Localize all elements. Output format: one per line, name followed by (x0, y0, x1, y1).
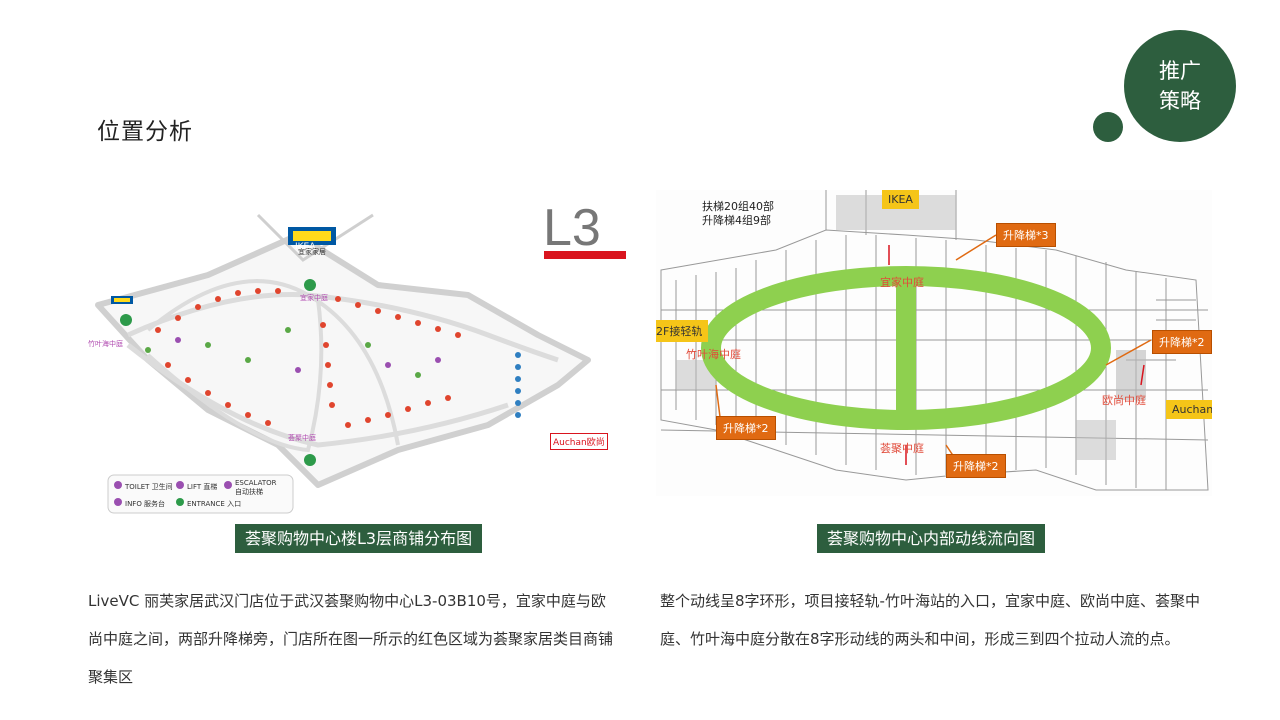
yijia-court-label: 宜家中庭 (880, 276, 924, 289)
ikea-cn-label: 宜家家居 (298, 248, 326, 256)
zhuyehai-court-label: 竹叶海中庭 (686, 348, 741, 361)
legend-lift: LIFT 直梯 (187, 483, 218, 491)
huiju-court-label: 荟聚中庭 (880, 442, 924, 455)
decorative-dot (1093, 112, 1123, 142)
lift2-bottom-tag: 升降梯*2 (946, 454, 1006, 478)
huiju-court-label: 荟聚中庭 (288, 434, 316, 442)
right-map-caption: 荟聚购物中心内部动线流向图 (817, 524, 1046, 553)
left-map-caption: 荟聚购物中心楼L3层商铺分布图 (235, 524, 483, 553)
ikea-logo-text: IKEA (295, 242, 316, 252)
stairs-note: 扶梯20组40部 升降梯4组9部 (702, 200, 774, 228)
escalator-count: 扶梯20组40部 (702, 200, 774, 213)
badge-line-2: 策略 (1159, 89, 1201, 113)
flow-map-graphic (660, 190, 1209, 491)
lift3-tag: 升降梯*3 (996, 223, 1056, 247)
l3-store-map: L3 IKEA 宜家家居 竹叶海中庭 宜家中庭 荟聚中庭 Auchan欧尚 TO… (88, 195, 633, 515)
zhuyehai-court-label: 竹叶海中庭 (88, 340, 123, 348)
legend-info: INFO 服务台 (125, 500, 166, 508)
legend-toilet: TOILET 卫生间 (125, 483, 173, 491)
section-badge: 推广 策略 (1124, 30, 1236, 142)
ouchang-court-label: 欧尚中庭 (1102, 394, 1146, 407)
legend-entrance: ENTRANCE 入口 (187, 500, 242, 508)
legend-escalator: ESCALATOR 自动扶梯 (235, 479, 277, 496)
lightrail-tag: 2F接轻轨 (656, 320, 709, 342)
ikea-tag: IKEA (882, 190, 919, 209)
page-title: 位置分析 (97, 119, 193, 145)
lift2-left-tag: 升降梯*2 (716, 416, 776, 440)
l3-map-graphic: L3 (95, 199, 626, 514)
left-description: LiveVC 丽芙家居武汉门店位于武汉荟聚购物中心L3-03B10号，宜家中庭与… (88, 592, 614, 686)
yijia-court-label: 宜家中庭 (300, 294, 328, 302)
auchan-label: Auchan欧尚 (550, 433, 608, 450)
lift2-right-tag: 升降梯*2 (1152, 330, 1212, 354)
flow-map: 扶梯20组40部 升降梯4组9部 IKEA 升降梯*3 2F接轻轨 升降梯*2 … (656, 190, 1212, 496)
auchan-tag: Auchan (1166, 400, 1212, 419)
right-description: 整个动线呈8字环形，项目接轻轨-竹叶海站的入口，宜家中庭、欧尚中庭、荟聚中庭、竹… (660, 592, 1200, 648)
lift-count: 升降梯4组9部 (702, 214, 771, 227)
level-label: L3 (543, 199, 601, 257)
badge-line-1: 推广 (1159, 59, 1201, 83)
